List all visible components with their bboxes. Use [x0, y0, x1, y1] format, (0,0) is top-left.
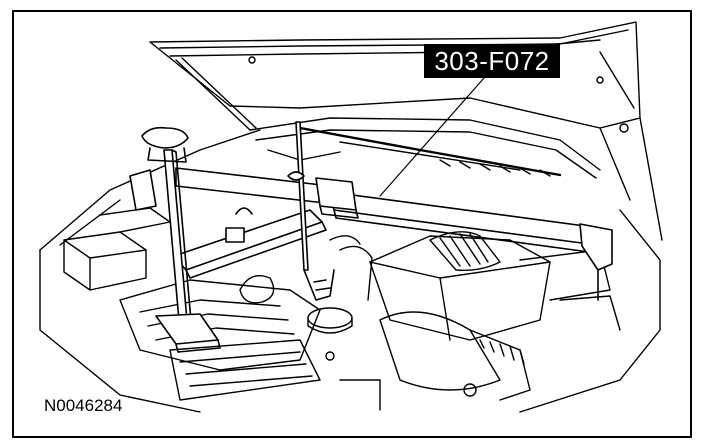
- engine-support-bar-tool: [129, 77, 613, 353]
- hood: [149, 21, 641, 133]
- diagram-frame: [12, 10, 692, 438]
- figure-id: N0046284: [44, 396, 123, 415]
- engine-components: [63, 207, 621, 411]
- cowl-and-wipers: [249, 117, 601, 179]
- vehicle-body: [39, 117, 663, 413]
- tool-callout-label: 303-F072: [424, 44, 560, 78]
